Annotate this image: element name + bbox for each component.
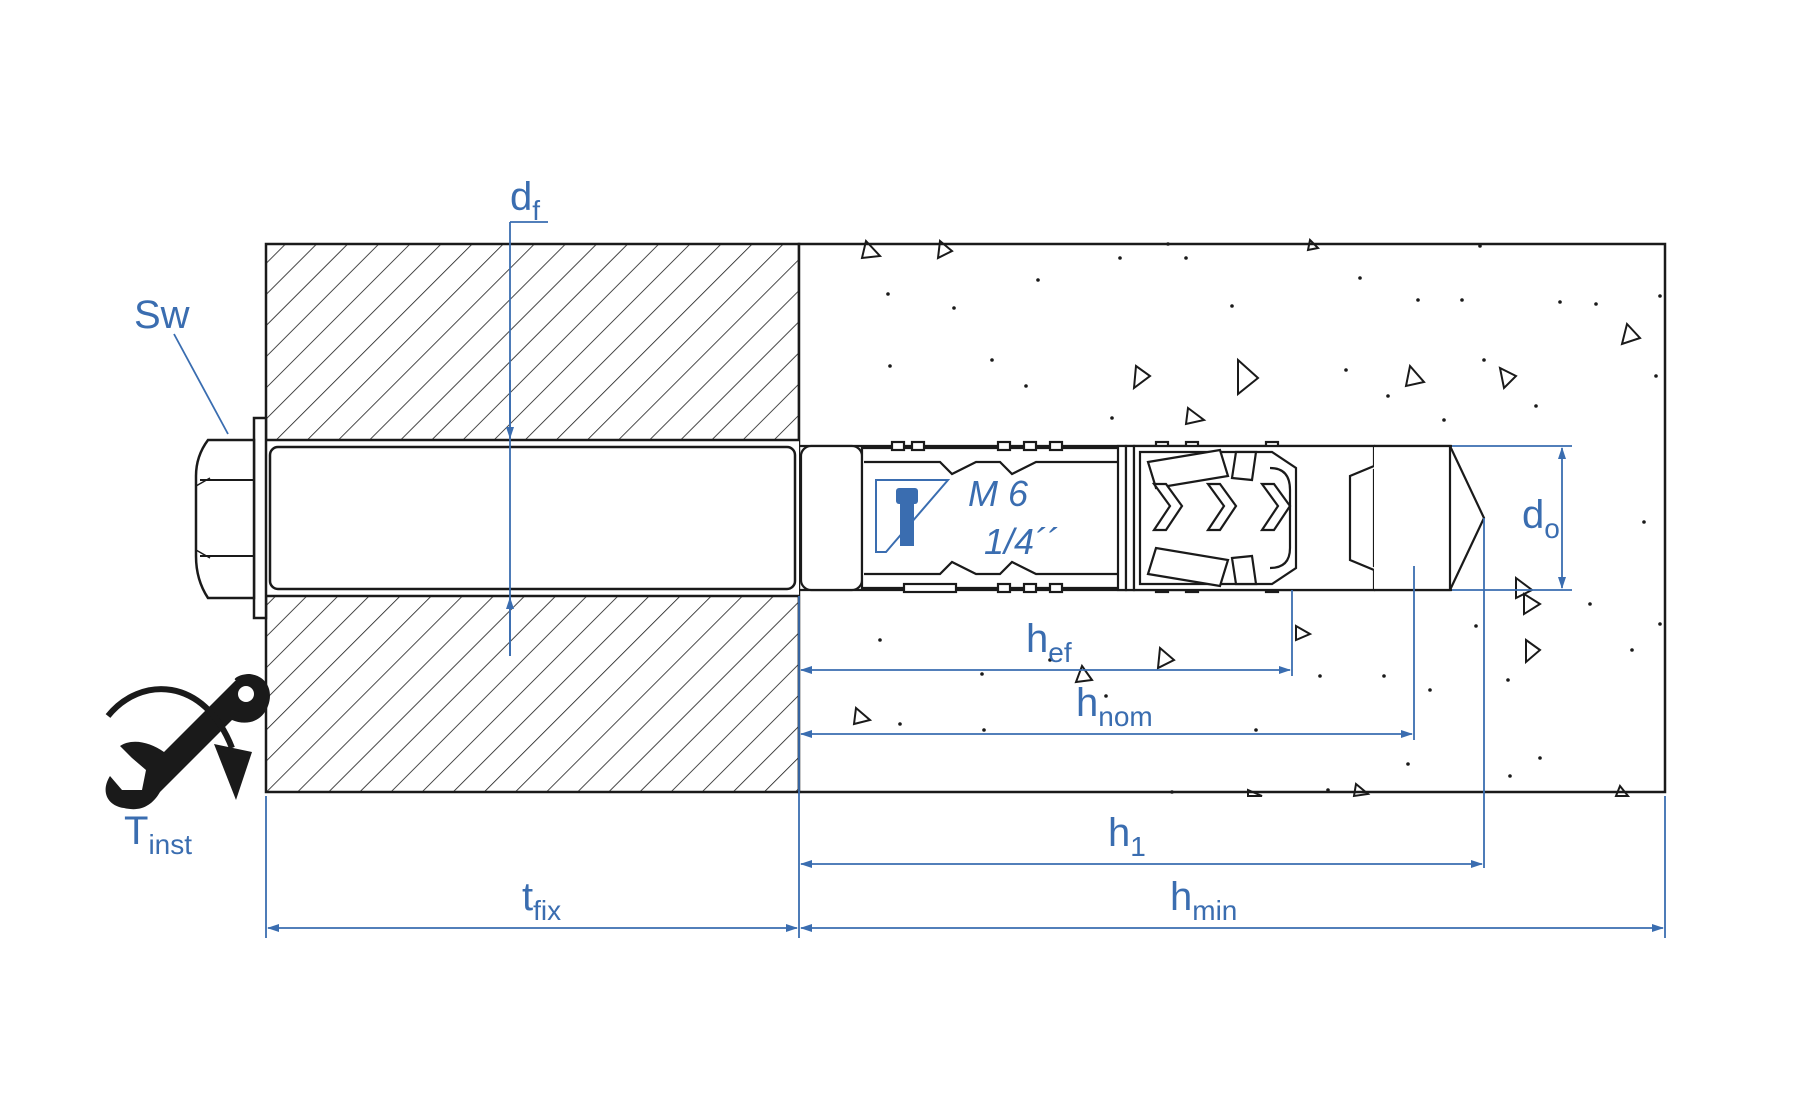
hnom-label: hnom	[1076, 681, 1153, 732]
anchor-size-marking: M 6	[968, 473, 1029, 514]
rotation-arrow-icon	[105, 686, 252, 800]
bolt-shaft	[266, 438, 799, 598]
hmin-label: hmin	[1170, 875, 1237, 926]
df-label: df	[510, 175, 540, 226]
hex-nut	[194, 438, 256, 600]
dimension-labels: Sw df do hef hnom h1 tfix hmin Tinst	[124, 175, 1560, 926]
sw-label: Sw	[134, 293, 190, 337]
torque-symbol	[105, 674, 270, 810]
hef-label: hef	[1026, 617, 1072, 668]
tinst-label: Tinst	[124, 809, 192, 860]
anchor-imperial-marking: 1/4´´	[984, 521, 1058, 562]
anchor-body	[799, 440, 1486, 594]
tfix-label: tfix	[522, 875, 561, 926]
anchor-marking: M 6 1/4´´	[875, 473, 1058, 562]
dimensions	[173, 221, 1666, 938]
washer	[252, 416, 268, 620]
h1-label: h1	[1108, 811, 1146, 862]
wrench-icon	[105, 674, 270, 810]
do-label: do	[1522, 493, 1560, 544]
bolt-icon	[896, 488, 918, 546]
